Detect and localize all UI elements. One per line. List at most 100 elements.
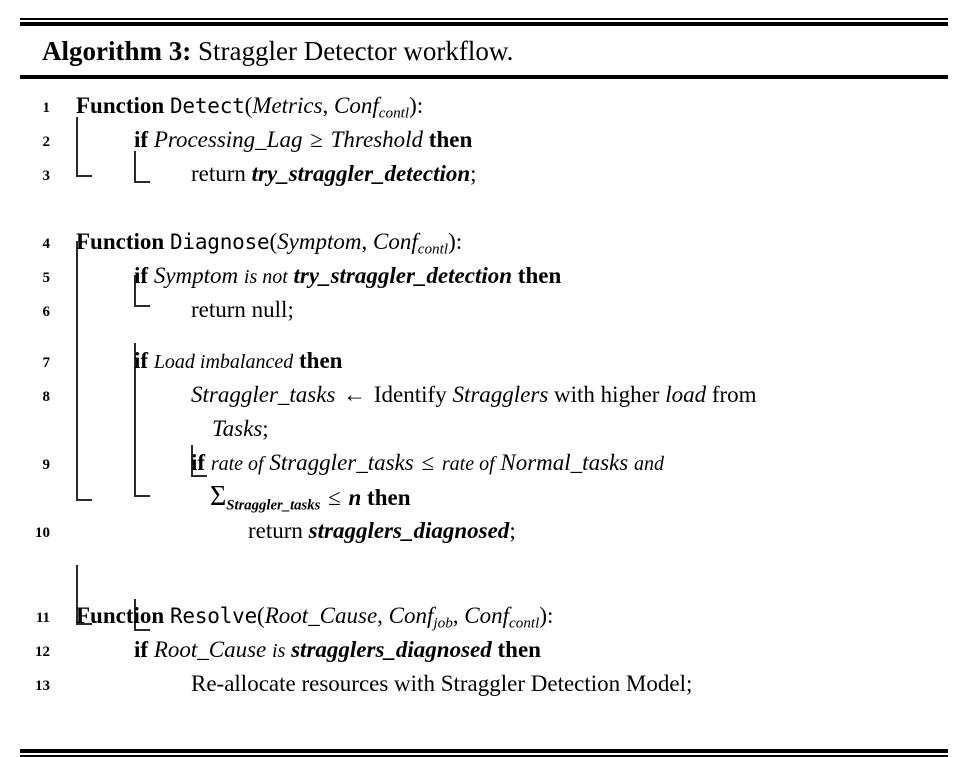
keyword-return: return (191, 296, 246, 322)
sigma-symbol: Σ (210, 480, 227, 512)
cond-load-imbalanced: Load imbalanced (153, 350, 294, 373)
algorithm-caption: Algorithm 3: Straggler Detector workflow… (20, 26, 948, 75)
algorithm-body: 1 Function Detect(Metrics, Confcontl): 2… (20, 79, 948, 749)
paren-close: ) (409, 92, 417, 118)
keyword-return: return (248, 517, 303, 543)
value-stragglers-diagnosed: stragglers_diagnosed (291, 636, 492, 662)
operator-le: ≤ (421, 449, 435, 475)
algorithm-line: 10 return stragglers_diagnosed; (20, 514, 948, 548)
line-code: if Symptom is not try_straggler_detectio… (134, 259, 561, 294)
top-rule (20, 18, 948, 26)
keyword-if: if (134, 636, 149, 662)
line-code: if Load imbalanced then (134, 344, 342, 379)
text-rate-of: rate of (210, 452, 264, 475)
line-code: return try_straggler_detection; (191, 157, 477, 191)
colon: : (455, 228, 463, 254)
keyword-then: then (299, 347, 343, 373)
semicolon: ; (262, 415, 269, 441)
algorithm-line: 12 if Root_Cause is stragglers_diagnosed… (20, 633, 948, 667)
text-rate-of: rate of (441, 452, 495, 475)
line-code: if rate of Straggler_tasks ≤ rate of Nor… (191, 446, 664, 481)
algorithm-line-continuation: Tasks; (20, 412, 948, 446)
algorithm-line: 9 if rate of Straggler_tasks ≤ rate of N… (20, 446, 948, 480)
line-number: 12 (35, 643, 50, 660)
algorithm-line: 5 if Symptom is not try_straggler_detect… (20, 259, 948, 293)
value-stragglers-diagnosed: stragglers_diagnosed (308, 517, 510, 543)
var-n: n (348, 484, 362, 510)
text-reallocate: Re-allocate resources with Straggler Det… (191, 670, 693, 696)
operator-ge: ≥ (310, 126, 323, 152)
bottom-rule (20, 748, 948, 757)
fn-name-detect: Detect (169, 93, 245, 118)
keyword-if: if (134, 262, 149, 288)
keyword-return: return (191, 160, 246, 186)
operator-le: ≤ (328, 484, 341, 510)
block-gap (20, 208, 948, 225)
subscript-contl: contl (509, 614, 540, 632)
algorithm-line-continuation: ΣStraggler_tasks ≤ n then (20, 480, 948, 514)
comma: , (377, 602, 383, 628)
line-number: 7 (42, 354, 51, 371)
block-gap (20, 327, 948, 344)
line-code: Function Resolve(Root_Cause, Confjob, Co… (76, 599, 553, 641)
keyword-then: then (497, 636, 541, 662)
comma: , (322, 92, 329, 118)
comma: , (361, 228, 368, 254)
top-rule-thick (20, 22, 948, 26)
caption-rule (20, 74, 948, 79)
colon: : (547, 602, 554, 628)
keyword-if: if (191, 449, 206, 475)
arg-symptom: Symptom (277, 228, 362, 254)
algorithm-line: 4 Function Diagnose(Symptom, Confcontl): (20, 225, 948, 259)
algorithm-line: 2 if Processing_Lag ≥ Threshold then (20, 123, 948, 157)
algorithm-line: 7 if Load imbalanced then (20, 344, 948, 378)
caption-label: Algorithm 3: (42, 36, 192, 66)
line-code: return null; (191, 293, 294, 327)
subscript-contl: contl (378, 104, 410, 122)
value-try-straggler-detection: try_straggler_detection (293, 262, 513, 288)
var-processing-lag: Processing_Lag (153, 126, 303, 152)
text-with-higher: with higher (554, 381, 660, 407)
semicolon: ; (509, 517, 516, 543)
keyword-then: then (428, 126, 473, 152)
arg-metrics: Metrics (252, 92, 323, 118)
line-code: Straggler_tasks ← Identify Stragglers wi… (191, 378, 757, 412)
var-straggler-tasks: Straggler_tasks (269, 449, 414, 475)
arg-root-cause: Root_Cause (264, 602, 378, 628)
keyword-function: Function (76, 602, 165, 628)
paren-close: ) (448, 228, 456, 254)
semicolon: ; (470, 160, 477, 186)
arg-conf: Conf (388, 602, 434, 628)
line-code: return stragglers_diagnosed; (248, 514, 516, 548)
line-number: 11 (35, 609, 50, 626)
algorithm-line: 1 Function Detect(Metrics, Confcontl): (20, 89, 948, 123)
comma: , (452, 602, 459, 628)
keyword-function: Function (76, 92, 165, 118)
algorithm-line: 8 Straggler_tasks ← Identify Stragglers … (20, 378, 948, 412)
operator-assign-arrow: ← (343, 381, 367, 407)
keyword-then: then (367, 484, 411, 510)
operator-and: and (633, 452, 664, 475)
colon: : (416, 92, 424, 118)
line-code: Function Detect(Metrics, Confcontl): (76, 89, 423, 131)
line-number: 13 (35, 677, 50, 694)
algorithm-line: 11 Function Resolve(Root_Cause, Confjob,… (20, 599, 948, 633)
line-number: 5 (42, 269, 51, 286)
line-number: 1 (42, 99, 51, 116)
var-symptom: Symptom (153, 262, 239, 288)
top-rule-thin (20, 18, 948, 20)
var-straggler-tasks: Straggler_tasks (191, 381, 336, 407)
algorithm-line: 13 Re-allocate resources with Straggler … (20, 667, 948, 701)
line-number: 4 (42, 235, 51, 252)
line-code: Re-allocate resources with Straggler Det… (191, 667, 692, 701)
line-code-continuation: Tasks; (212, 412, 269, 446)
line-number: 3 (42, 167, 51, 184)
arg-conf: Conf (334, 92, 379, 118)
block-gap (20, 701, 948, 718)
line-code: if Processing_Lag ≥ Threshold then (134, 123, 472, 157)
paren-open: ( (257, 602, 265, 628)
caption-text: Straggler Detector workflow. (191, 36, 514, 66)
keyword-if: if (134, 126, 149, 152)
sigma-subscript-straggler-tasks: Straggler_tasks (226, 496, 321, 513)
block-gap (20, 548, 948, 565)
